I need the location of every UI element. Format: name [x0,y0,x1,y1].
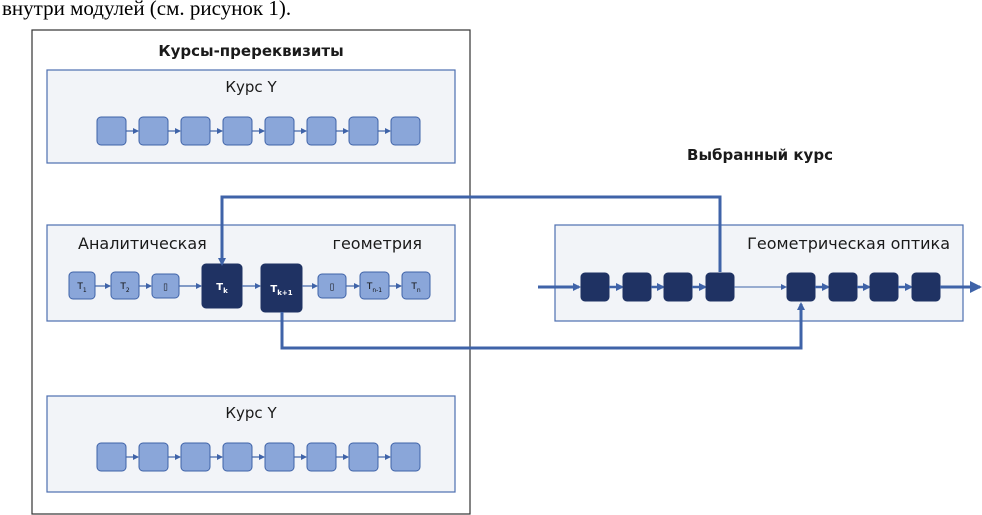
course-middle-node [401,271,431,300]
course-middle-node [260,263,303,313]
course-middle-node-label: Tk+1 [270,284,292,297]
course-bottom-node [96,442,127,472]
selected-course-node [622,272,652,302]
course-bottom-label: Курс Y [225,404,277,422]
course-bottom-node [390,442,421,472]
course-top-node [180,116,211,146]
course-bottom-node [348,442,379,472]
course-middle-label-left: Аналитическая [78,234,207,253]
course-top-node [222,116,253,146]
course-bottom-node [138,442,169,472]
prerequisites-title: Курсы-пререквизиты [158,42,343,60]
selected-course-node [580,272,610,302]
course-middle-node-label: T2 [119,282,130,294]
selected-course-chain [538,272,982,302]
selected-course-title: Выбранный курс [687,146,833,164]
course-middle-node-label: Tn [410,282,421,294]
course-middle-label-right: геометрия [333,234,422,253]
course-middle-node-label: ▯ [330,283,335,293]
course-middle-node-label: Tk [216,282,228,295]
course-bottom-node [306,442,337,472]
intro-text: внутри модулей (см. рисунок 1). [2,0,292,20]
course-bottom-node [180,442,211,472]
selected-course-node [828,272,858,302]
course-middle-node-label: ▯ [163,283,168,293]
selected-course-node [705,272,735,302]
course-top-label: Курс Y [225,78,277,96]
course-top-node [306,116,337,146]
course-bottom-chain [96,442,421,472]
selected-course-node [786,272,816,302]
course-top-node [348,116,379,146]
course-top-node [96,116,127,146]
course-middle-chain: T1 T2 ▯ Tk Tk+1 ▯ Tn-1 Tn [68,263,431,313]
connector-tk1-to-selected [280,302,805,350]
course-top-chain [96,116,421,146]
course-top-node [390,116,421,146]
course-top-node [138,116,169,146]
course-bottom-node [264,442,295,472]
course-top-node [264,116,295,146]
course-middle-node-label: T1 [76,282,87,294]
course-bottom-node [222,442,253,472]
selected-course-label: Геометрическая оптика [747,234,950,253]
course-middle-node-label: Tn-1 [366,282,382,294]
selected-course-node [663,272,693,302]
selected-course-node [911,272,941,302]
course-middle-node [359,271,390,300]
connector-selected-to-tk [218,195,722,272]
selected-course-node [869,272,899,302]
